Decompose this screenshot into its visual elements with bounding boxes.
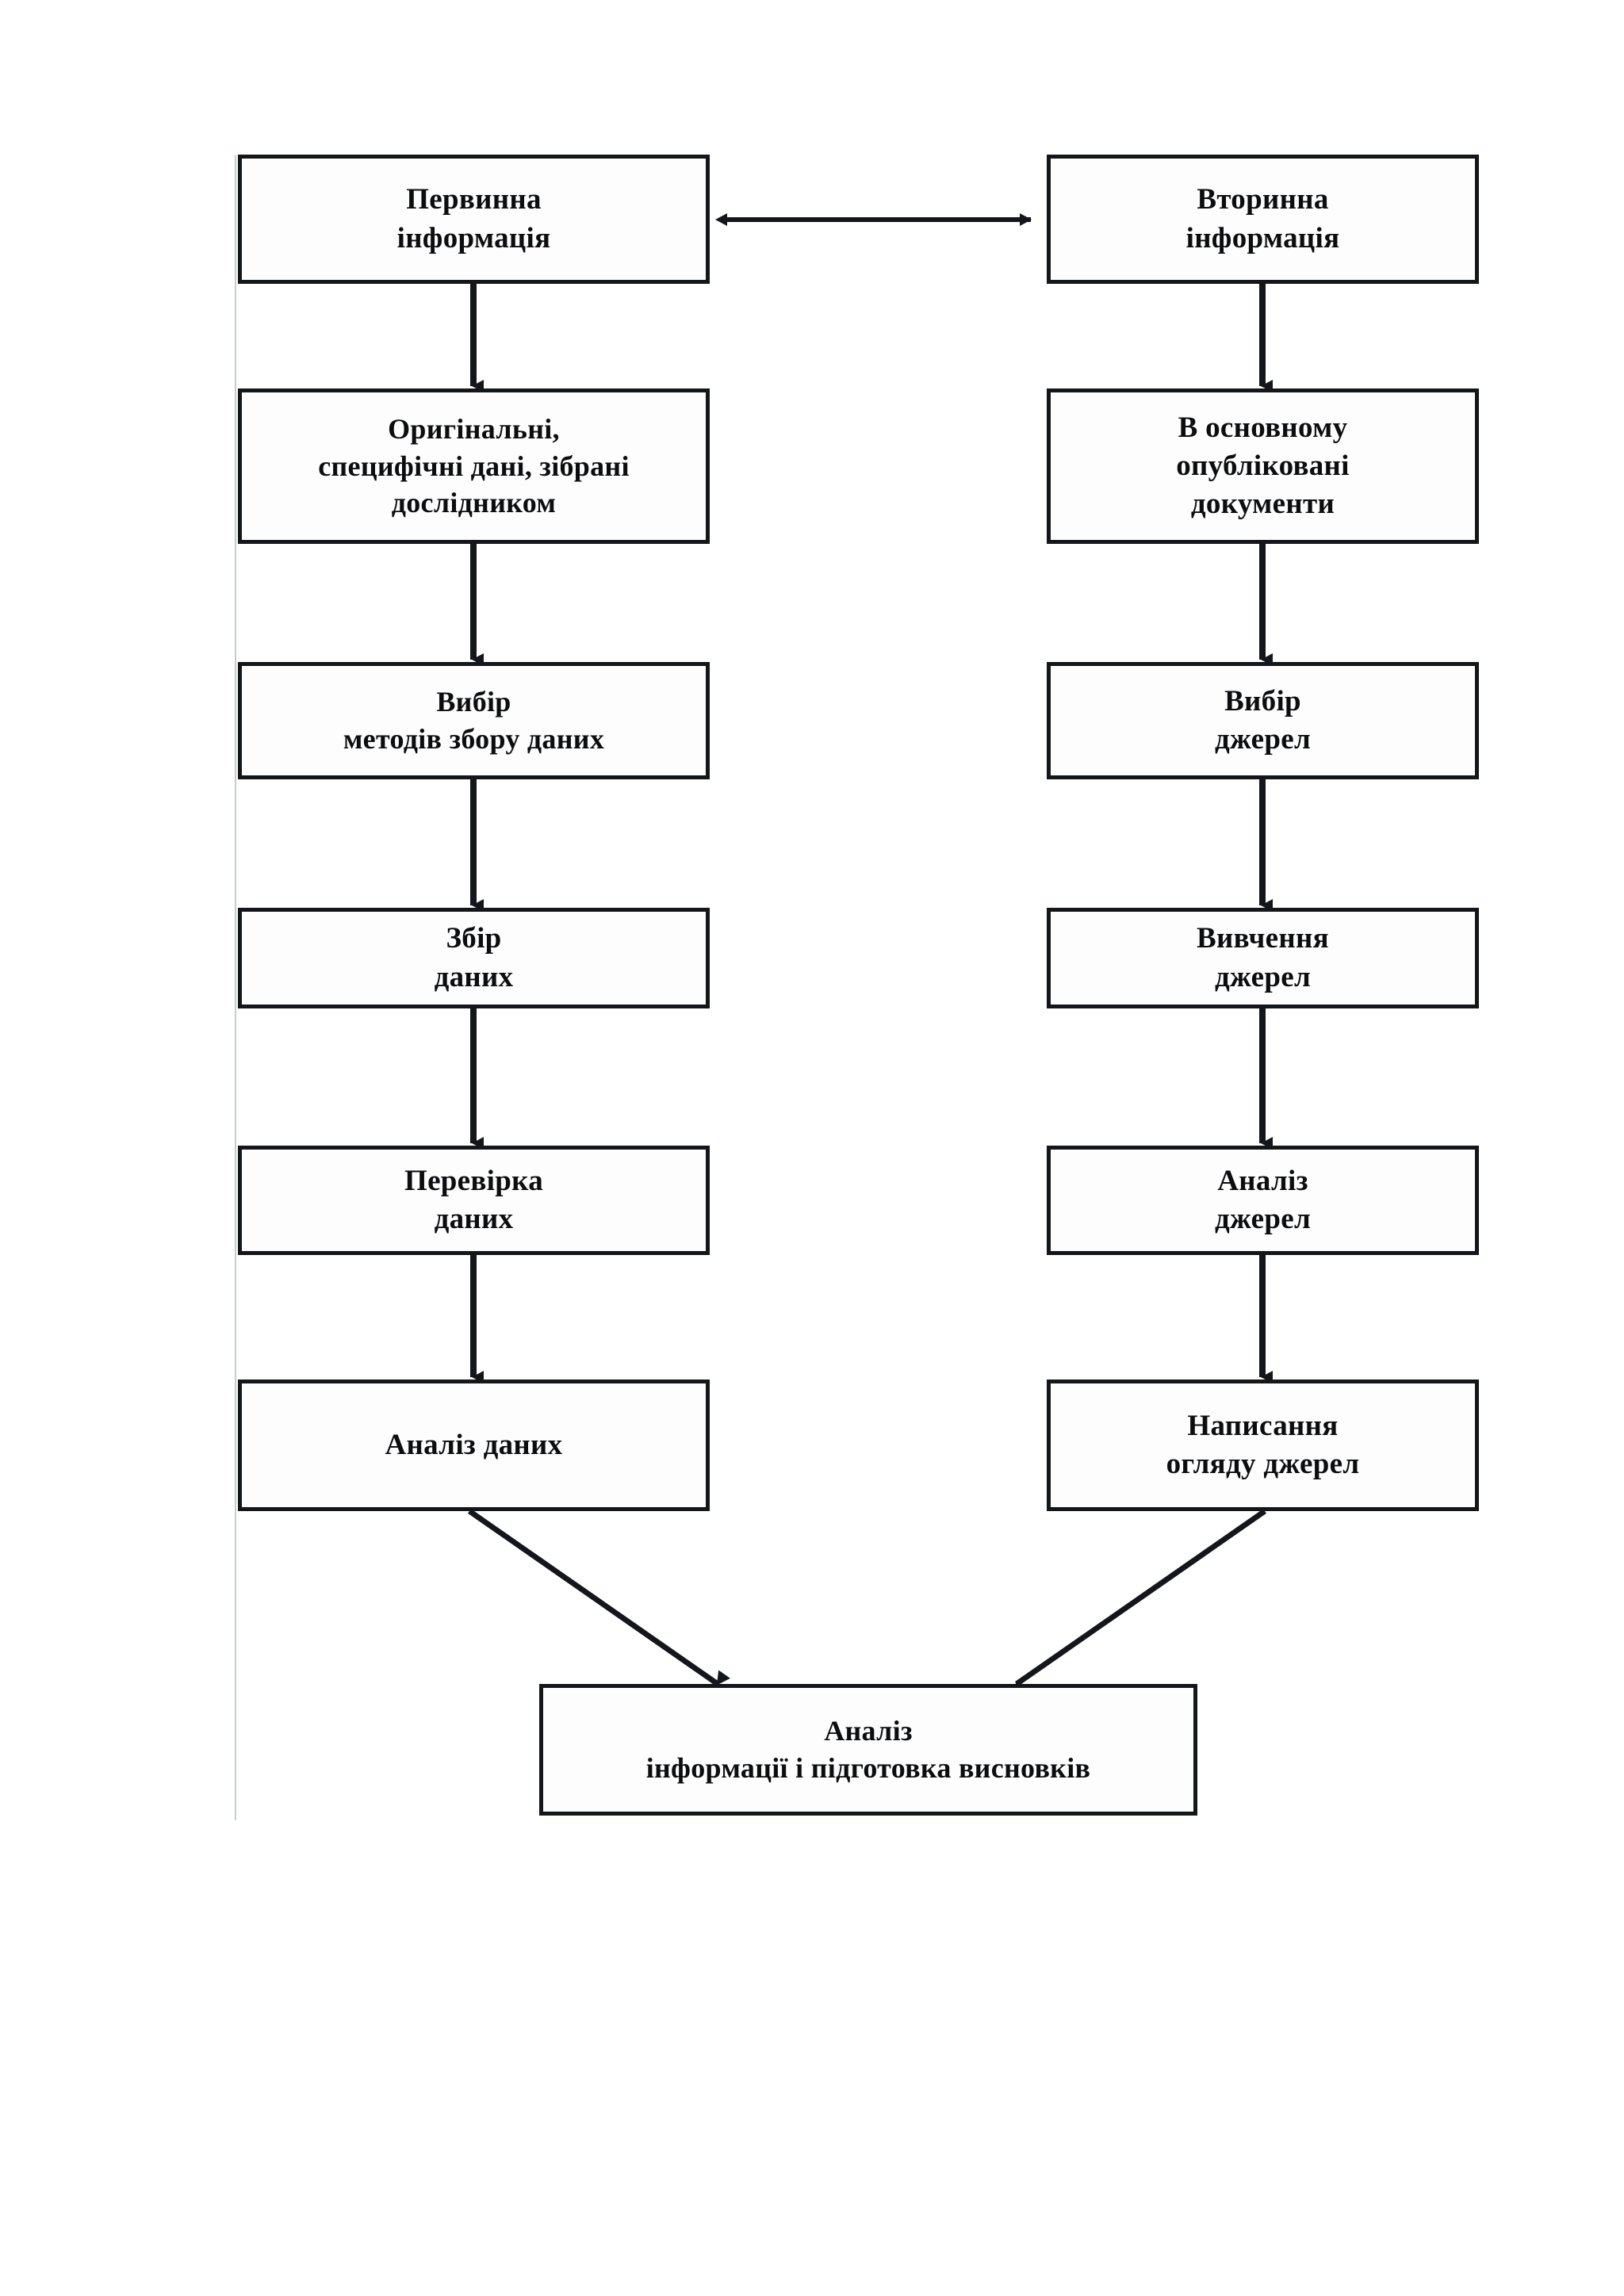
node-data-analysis[interactable]: Аналіз даних bbox=[238, 1380, 710, 1511]
node-choice-of-sources[interactable]: Вибір джерел bbox=[1047, 662, 1479, 779]
node-label: Написання огляду джерел bbox=[1166, 1409, 1360, 1480]
node-label: Вторинна інформація bbox=[1185, 183, 1340, 254]
node-label: Вивчення джерел bbox=[1197, 922, 1329, 993]
node-study-of-sources[interactable]: Вивчення джерел bbox=[1047, 908, 1479, 1008]
node-original-specific-data[interactable]: Оригінальні, специфічні дані, зібрані до… bbox=[238, 388, 710, 544]
node-primary-information[interactable]: Первинна інформація bbox=[238, 155, 710, 284]
node-analysis-of-sources[interactable]: Аналіз джерел bbox=[1047, 1146, 1479, 1255]
node-label: Перевірка даних bbox=[404, 1164, 543, 1235]
node-label: В основному опубліковані документи bbox=[1176, 411, 1350, 521]
node-secondary-information[interactable]: Вторинна інформація bbox=[1047, 155, 1479, 284]
node-writing-source-review[interactable]: Написання огляду джерел bbox=[1047, 1380, 1479, 1511]
node-label: Аналіз даних bbox=[385, 1428, 563, 1461]
node-label: Аналіз джерел bbox=[1214, 1164, 1312, 1235]
connector-converging-diagonals bbox=[467, 1509, 1267, 1698]
node-label: Аналіз інформації і підготовка висновків bbox=[645, 1715, 1091, 1784]
node-label: Вибір методів збору даних bbox=[343, 686, 605, 755]
node-label: Оригінальні, специфічні дані, зібрані до… bbox=[318, 412, 630, 519]
node-label: Вибір джерел bbox=[1214, 684, 1312, 756]
node-data-collection[interactable]: Збір даних bbox=[238, 908, 710, 1008]
node-label: Первинна інформація bbox=[396, 183, 551, 254]
node-mostly-published-documents[interactable]: В основному опубліковані документи bbox=[1047, 388, 1479, 544]
scan-artifact-line bbox=[235, 155, 236, 1820]
node-data-verification[interactable]: Перевірка даних bbox=[238, 1146, 710, 1255]
node-label: Збір даних bbox=[434, 922, 514, 993]
node-information-analysis-and-conclusions[interactable]: Аналіз інформації і підготовка висновків bbox=[539, 1684, 1197, 1816]
node-choice-of-collection-methods[interactable]: Вибір методів збору даних bbox=[238, 662, 710, 779]
